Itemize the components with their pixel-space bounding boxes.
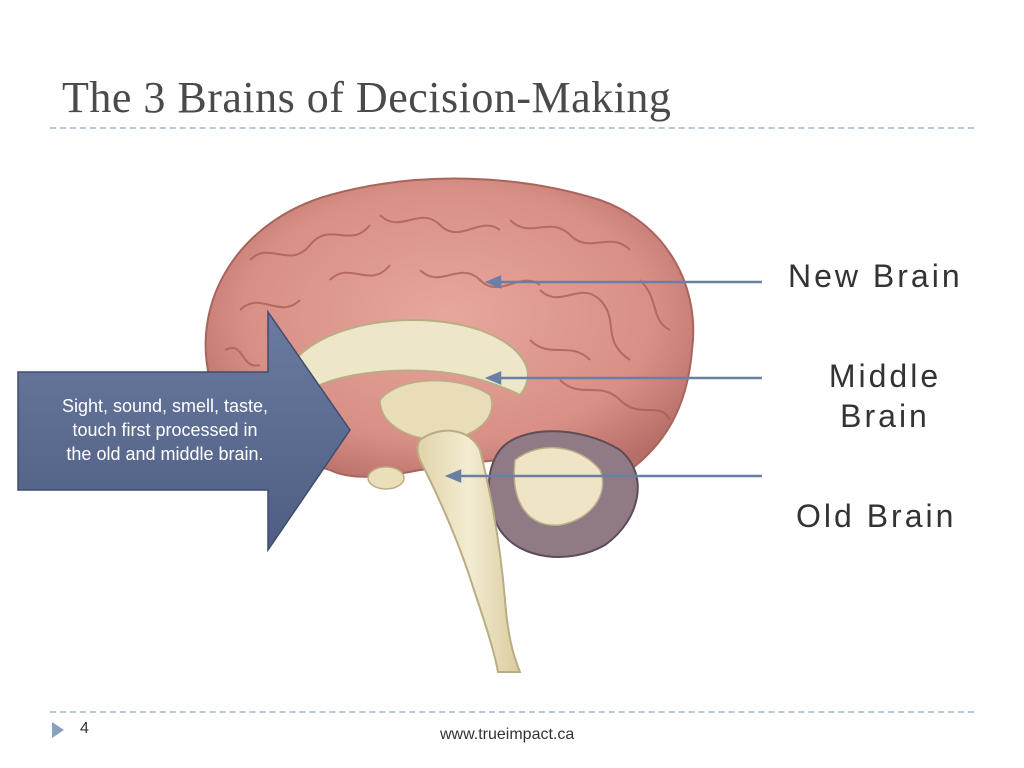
pituitary bbox=[367, 466, 405, 490]
triangle-right-icon bbox=[52, 722, 64, 738]
footer-divider bbox=[50, 711, 974, 713]
new-brain-pointer-head bbox=[484, 275, 502, 289]
middle-brain-pointer-head bbox=[484, 371, 502, 385]
brainstem-old-brain bbox=[416, 429, 522, 673]
page-number: 4 bbox=[80, 720, 89, 737]
label-middle-line-1: Middle bbox=[828, 358, 942, 394]
sensory-callout-text: Sight, sound, smell, taste, touch first … bbox=[24, 394, 306, 466]
label-new-brain: New Brain bbox=[788, 258, 963, 294]
old-brain-pointer-head bbox=[444, 469, 462, 483]
cerebellum-arbor bbox=[513, 447, 604, 526]
label-middle-line-2: Brain bbox=[840, 398, 930, 434]
callout-line-1: Sight, sound, smell, taste, bbox=[61, 396, 269, 416]
footer-url: www.trueimpact.ca bbox=[440, 726, 575, 743]
pointer-lines bbox=[444, 275, 762, 483]
thalamus bbox=[379, 379, 493, 441]
title-divider bbox=[50, 127, 974, 129]
callout-line-2: touch first processed in bbox=[72, 420, 258, 440]
label-old-brain: Old Brain bbox=[796, 498, 957, 534]
sensory-callout-arrow bbox=[17, 309, 351, 553]
callout-line-3: the old and middle brain. bbox=[66, 444, 264, 464]
slide-title: The 3 Brains of Decision-Making bbox=[62, 73, 672, 122]
label-middle-brain: Middle Brain bbox=[810, 356, 960, 436]
corpus-callosum bbox=[293, 319, 529, 397]
